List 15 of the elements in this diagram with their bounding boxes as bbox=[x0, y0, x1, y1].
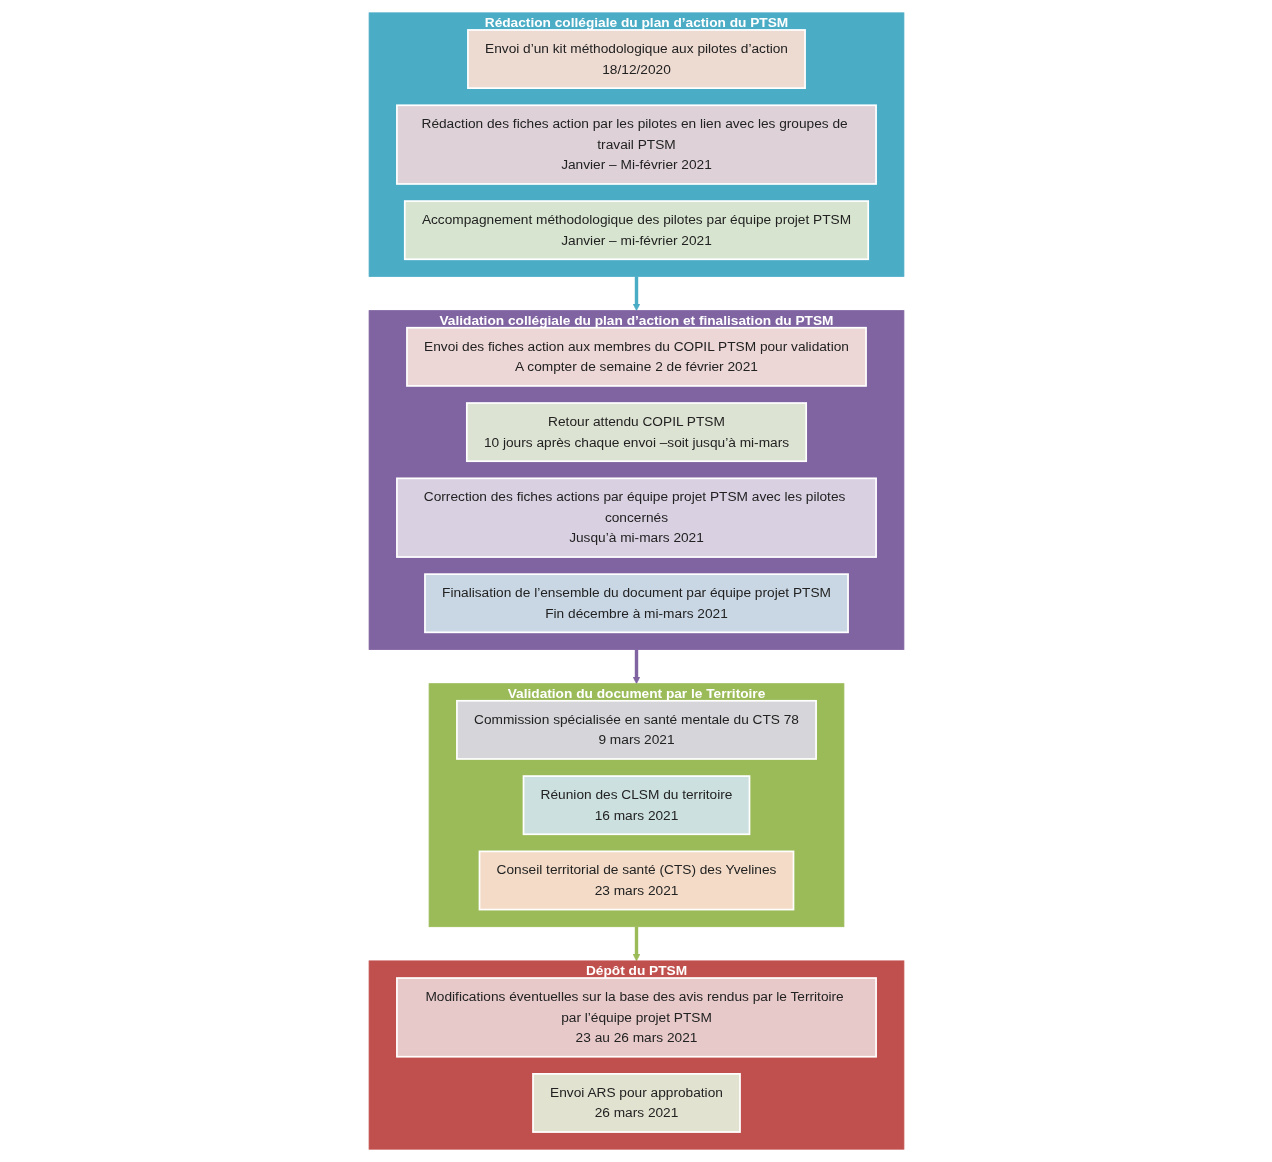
node-box: Rédaction des fiches action par les pilotes en lien avec les groupes de travail PTSM Janvier – Mi-février 2021 bbox=[395, 104, 877, 185]
arrow bbox=[632, 276, 640, 311]
node-box: Envoi des fiches action aux membres du COPIL PTSM pour validation A compter de semaine 2 de février 2021 bbox=[405, 326, 867, 387]
node-box: Correction des fiches actions par équipe projet PTSM avec les pilotes concernés Jusqu’à mi-mars 2021 bbox=[395, 477, 877, 558]
node-box: Envoi ARS pour approbation 26 mars 2021 bbox=[531, 1073, 741, 1133]
node-box: Commission spécialisée en santé mentale du CTS 78 9 mars 2021 bbox=[455, 699, 817, 760]
node-box: Envoi d’un kit méthodologique aux pilotes d’action 18/12/2020 bbox=[466, 29, 806, 89]
node-box: Modifications éventuelles sur la base des avis rendus par le Territoire par l’équipe projet PTSM 23 au 26 mars 2021 bbox=[395, 977, 877, 1058]
arrow bbox=[632, 649, 640, 684]
node-box: Réunion des CLSM du territoire 16 mars 2021 bbox=[522, 775, 750, 836]
node-box: Conseil territorial de santé (CTS) des Yvelines 23 mars 2021 bbox=[478, 850, 794, 911]
node-box: Accompagnement méthodologique des pilotes par équipe projet PTSM Janvier – mi-février 2021 bbox=[403, 200, 869, 261]
arrow bbox=[632, 926, 640, 962]
node-box: Finalisation de l’ensemble du document par équipe projet PTSM Fin décembre à mi-mars 2021 bbox=[423, 573, 849, 634]
node-box: Retour attendu COPIL PTSM 10 jours après chaque envoi –soit jusqu’à mi-mars bbox=[465, 402, 807, 463]
